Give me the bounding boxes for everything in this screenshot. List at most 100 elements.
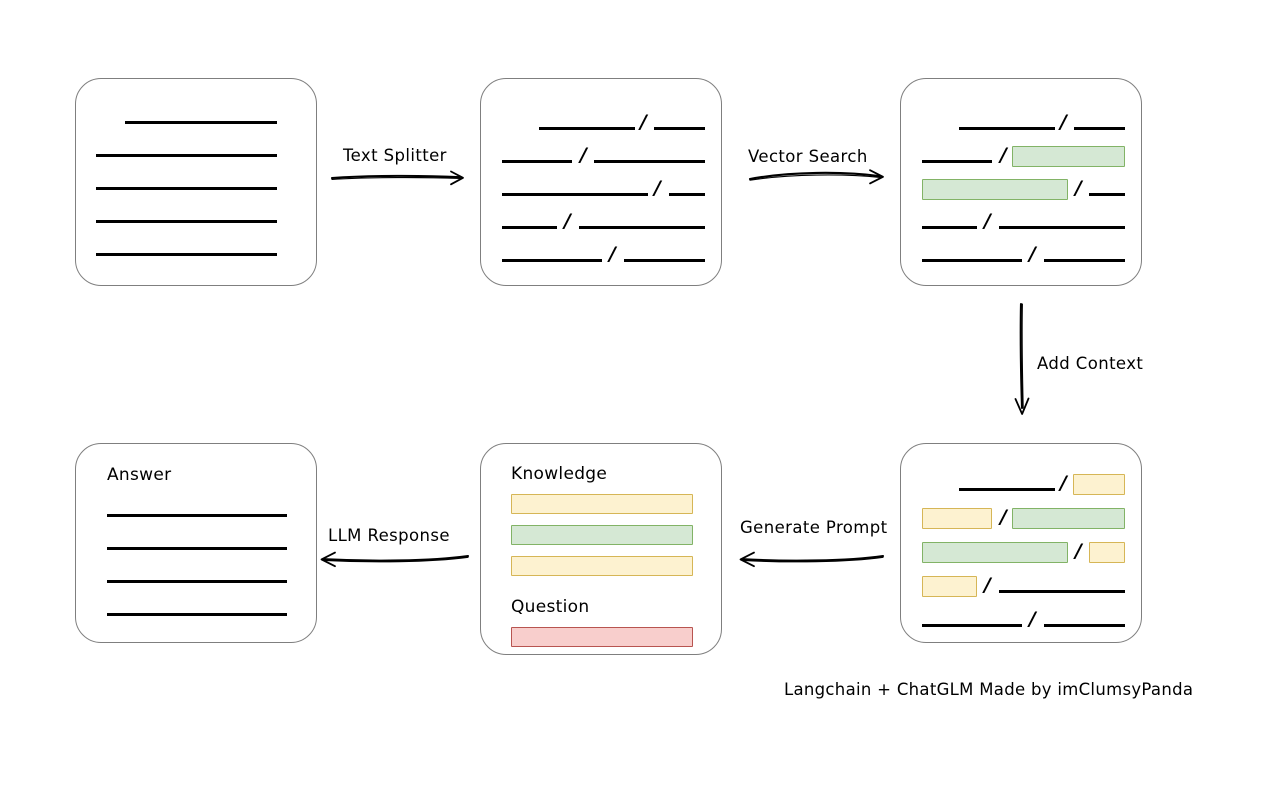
document-line: / [901,179,1141,200]
highlighted-chunk-yellow [922,508,992,529]
text-line-segment [107,613,287,616]
document-line: / [901,608,1141,630]
chunk-separator-icon: / [1000,144,1007,166]
footer-credit: Langchain + ChatGLM Made by imClumsyPand… [784,680,1194,699]
text-line-segment [96,154,277,157]
document-line: / [901,574,1141,597]
chunk-separator-icon: / [1060,111,1067,133]
document-line [76,241,316,257]
chunk-separator-icon: / [1060,472,1067,494]
prompt-section-heading: Knowledge [511,464,608,484]
document-line [76,109,316,125]
text-line-segment [959,127,1055,130]
chunk-separator-icon: / [609,243,616,265]
document-line [76,175,316,191]
document-line: / [901,210,1141,232]
document-line: / [481,177,721,199]
text-line-segment [125,121,277,124]
highlighted-chunk-green [922,179,1068,200]
text-line-segment [502,226,557,229]
split-document-lines: / / / / / [481,79,721,285]
highlighted-chunk-green [922,542,1068,563]
text-line-segment [579,226,705,229]
arrow-label-llm-response: LLM Response [328,526,450,545]
split-document-card: / / / / / [480,78,722,286]
arrow-label-add-context: Add Context [1037,354,1144,373]
arrow-add-context [1008,302,1036,420]
document-line: / [901,111,1141,133]
text-line-segment [669,193,705,196]
source-document-lines [76,79,316,285]
retrieved-document-lines: / / / / / [901,79,1141,285]
document-line [76,568,316,584]
text-line-segment [502,160,572,163]
text-line-segment [502,193,648,196]
prompt-bar-yellow [511,556,693,576]
text-line-segment [654,127,705,130]
text-line-segment [1044,259,1125,262]
arrow-llm-response [318,548,470,570]
text-line-segment [502,259,602,262]
document-line: / [901,540,1141,563]
arrow-generate-prompt [737,548,885,570]
text-line-segment [959,488,1055,491]
text-line-segment [107,547,287,550]
document-line [76,208,316,224]
answer-card-label: Answer [107,465,172,485]
document-line: / [481,212,721,231]
highlighted-chunk-yellow [1089,542,1125,563]
text-line-segment [107,514,287,517]
document-line: / [901,243,1141,265]
chunk-separator-icon: / [984,210,991,232]
text-line-segment [1044,624,1125,627]
chunk-separator-icon: / [1000,506,1007,528]
text-line-segment [96,253,277,256]
document-line: / [481,243,721,265]
chunk-separator-icon: / [640,111,647,133]
context-document-lines: / / / / / [901,444,1141,642]
retrieved-document-card: / / / / / [900,78,1142,286]
answer-card-lines [76,444,316,642]
chunk-separator-icon: / [1075,540,1082,562]
chunk-separator-icon: / [1029,608,1036,630]
text-line-segment [999,226,1125,229]
prompt-bar-yellow [511,494,693,514]
prompt-bar-green [511,525,693,545]
answer-card: Answer [75,443,317,643]
document-line: / [901,506,1141,529]
document-line [76,601,316,617]
prompt-bar-red [511,627,693,647]
document-line [76,142,316,158]
text-line-segment [922,226,977,229]
highlighted-chunk-yellow [1073,474,1125,495]
document-line [76,535,316,551]
arrow-label-vector-search: Vector Search [748,147,868,166]
text-line-segment [107,580,287,583]
arrow-label-generate-prompt: Generate Prompt [740,518,888,537]
highlighted-chunk-yellow [922,576,977,597]
text-line-segment [922,259,1022,262]
text-line-segment [922,624,1022,627]
context-document-card: / / / / / [900,443,1142,643]
document-line: / [481,111,721,133]
prompt-section-heading: Question [511,597,590,617]
chunk-separator-icon: / [580,144,587,166]
text-line-segment [999,590,1125,593]
text-line-segment [624,259,705,262]
chunk-separator-icon: / [984,574,991,596]
document-line: / [481,144,721,166]
text-line-segment [96,220,277,223]
text-line-segment [96,187,277,190]
document-line [76,502,316,518]
chunk-separator-icon: / [1029,243,1036,265]
document-line: / [901,144,1141,167]
chunk-separator-icon: / [654,177,661,199]
text-line-segment [539,127,635,130]
text-line-segment [922,160,992,163]
highlighted-chunk-green [1012,508,1125,529]
arrow-text-splitter [330,168,470,188]
arrow-vector-search [748,166,890,188]
